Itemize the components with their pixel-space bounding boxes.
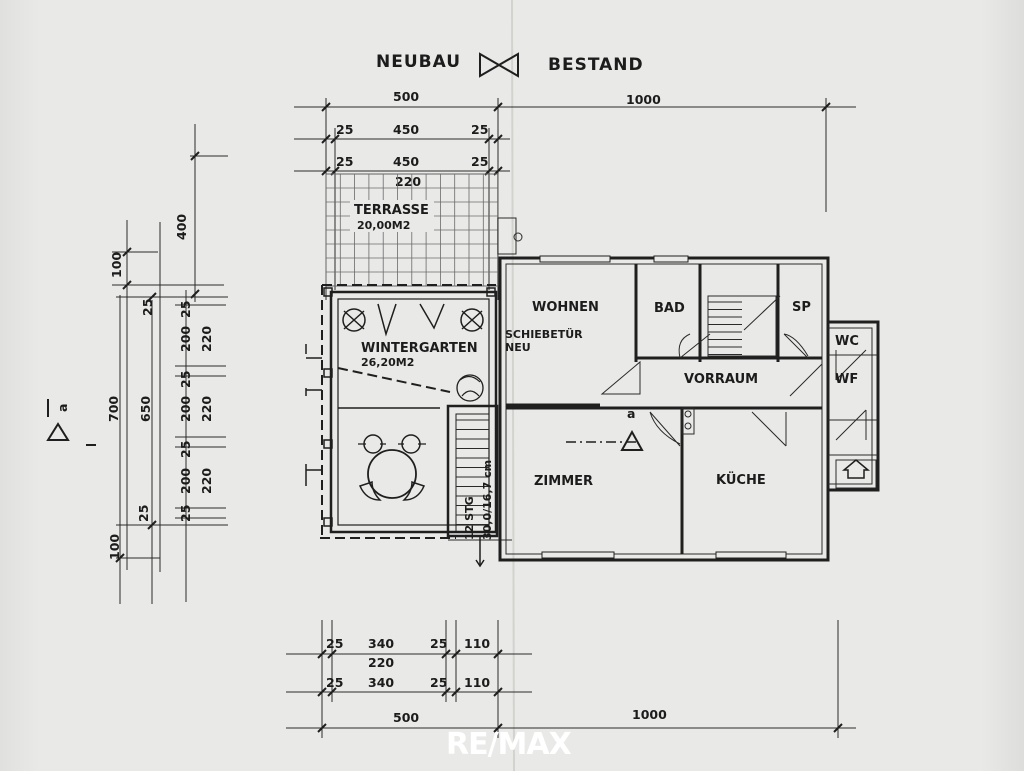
room-label-zimmer: ZIMMER (534, 474, 593, 489)
room-label-vorraum: VORRAUM (684, 372, 758, 387)
dim-left-100-top: 100 (109, 252, 124, 278)
plant-icon (456, 374, 484, 402)
dim-top-1000: 1000 (626, 92, 661, 107)
remax-logo: RE/MAX (446, 727, 573, 762)
top-dimensions: 500 1000 25 450 25 25 450 25 220 (294, 89, 856, 300)
dim-top-r1-25b: 25 (471, 122, 488, 137)
dim-left-25-top: 25 (140, 299, 155, 316)
header: NEUBAU BESTAND (376, 52, 644, 78)
dim-col-25-c: 25 (178, 441, 193, 458)
room-label-sp: SP (792, 300, 811, 315)
dim-top-r1-450: 450 (393, 122, 419, 137)
dim-bot-r2-25b: 25 (430, 675, 447, 690)
room-label-wc: WC (835, 334, 859, 349)
room-label-terrasse: TERRASSE (354, 203, 429, 218)
dim-left-650: 650 (138, 396, 153, 422)
dim-col-220-a: 220 (199, 326, 214, 352)
dim-col-220-c: 220 (199, 468, 214, 494)
dim-bot-r1-340: 340 (368, 636, 394, 651)
dim-bot-220: 220 (368, 655, 394, 670)
dim-bot-r2-340: 340 (368, 675, 394, 690)
dim-col-25-a: 25 (178, 301, 193, 318)
stair-count: 12 STG (463, 496, 476, 540)
left-dimensions: 400 100 700 650 25 25 100 25 200 25 200 … (106, 124, 228, 604)
room-label-wf: WF (835, 372, 858, 387)
dim-left-700: 700 (106, 396, 121, 422)
dim-left-25-bottom: 25 (136, 505, 151, 522)
dim-top-r2-450: 450 (393, 154, 419, 169)
dim-bot-1000: 1000 (632, 707, 667, 722)
dim-col-220-b: 220 (199, 396, 214, 422)
dim-top-r1-25a: 25 (336, 122, 353, 137)
entrance-arrow-icon (841, 459, 871, 479)
ceiling-fan-icon (460, 308, 484, 332)
dim-top-220: 220 (395, 174, 421, 189)
label-schiebetuer-neu: NEU (505, 341, 531, 354)
section-label-center: a (627, 406, 635, 421)
dim-bot-r1-25a: 25 (326, 636, 343, 651)
bowtie-icon (479, 52, 519, 78)
staircase: 12 STG 30,0/16,7 cm (446, 404, 512, 568)
room-label-wintergarten: WINTERGARTEN (361, 341, 478, 356)
paper-fold (511, 0, 515, 771)
stair-steps (456, 419, 489, 525)
bottom-dimensions: 25 340 25 110 220 25 340 25 110 500 1000 (286, 620, 856, 738)
dim-col-25-b: 25 (178, 371, 193, 388)
dim-top-500: 500 (393, 89, 419, 104)
section-marker-left: a (46, 399, 96, 446)
dim-col-200-b: 200 (178, 396, 193, 422)
dim-left-400: 400 (174, 214, 189, 240)
section-label-left: a (55, 404, 70, 412)
dim-bot-r2-25a: 25 (326, 675, 343, 690)
room-label-bad: BAD (654, 301, 685, 316)
room-label-kueche: KÜCHE (716, 472, 766, 488)
room-area-terrasse: 20,00M2 (357, 219, 410, 232)
ceiling-fan-icon (342, 308, 366, 332)
dim-bot-r2-110: 110 (464, 675, 490, 690)
old-stair-steps (708, 301, 742, 355)
dim-top-r2-25a: 25 (336, 154, 353, 169)
wintergarten: WINTERGARTEN 26,20M2 (305, 284, 498, 539)
existing-house: a WOHNEN BAD SP WC WF VORRAUM ZIMMER KÜC… (497, 217, 880, 562)
dim-col-25-d: 25 (178, 505, 193, 522)
label-schiebetuer: SCHIEBETÜR (505, 327, 583, 341)
dim-left-100-bottom: 100 (107, 534, 122, 560)
terrasse-area: TERRASSE 20,00M2 (325, 173, 499, 287)
room-label-wohnen: WOHNEN (532, 300, 599, 315)
header-neubau: NEUBAU (376, 52, 461, 72)
dim-top-r2-25b: 25 (471, 154, 488, 169)
dim-bot-r1-25b: 25 (430, 636, 447, 651)
dining-table-icon (358, 434, 426, 501)
room-area-wintergarten: 26,20M2 (361, 356, 414, 369)
dim-bot-500: 500 (393, 710, 419, 725)
header-bestand: BESTAND (548, 55, 644, 75)
dim-col-200-c: 200 (178, 468, 193, 494)
remax-logo-text: RE/MAX (446, 727, 572, 762)
dim-bot-r1-110: 110 (464, 636, 490, 651)
stair-size: 30,0/16,7 cm (481, 460, 494, 540)
dim-col-200-a: 200 (178, 326, 193, 352)
